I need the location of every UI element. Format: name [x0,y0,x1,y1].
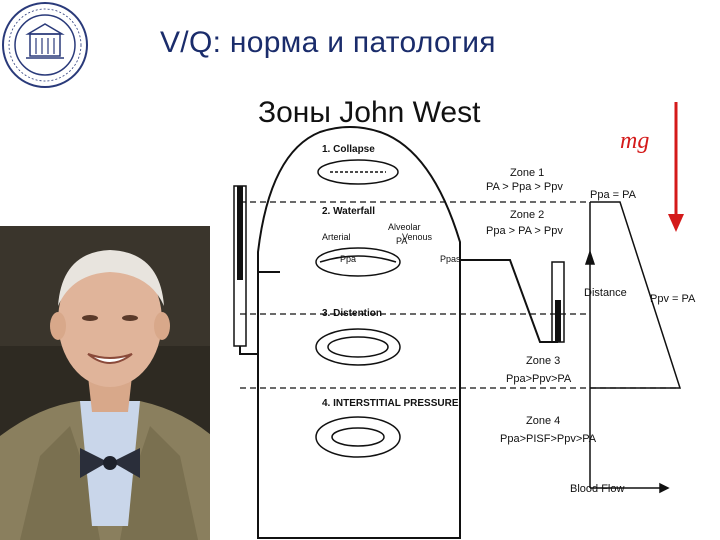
zone-condition-2: Ppa > PA > Ppv [486,225,563,237]
arterial-manometer [233,185,280,355]
mg-label: mg [620,128,649,154]
portrait-photo [0,226,218,540]
west-zones-diagram: Зоны John West mg 1. Collapse 2. Waterfa… [210,92,704,540]
diagram-heading: Зоны John West [258,96,481,129]
vessel-waterfall [315,247,401,277]
ppa-label: Ppa [340,254,356,264]
vessel-collapse [317,159,399,185]
ppas-label: Ppas [440,254,461,264]
blood-flow-label: Blood Flow [570,483,624,495]
ppa-eq-label: Ppa = PA [590,189,637,201]
zone-condition-3: Ppa>Ppv>PA [506,373,572,385]
arterial-label: Arterial [322,232,351,242]
section-title-waterfall: 2. Waterfall [322,206,375,217]
section-title-distention: 3. Distention [322,308,382,319]
zone-label-4: Zone 4 [526,415,560,427]
zone-condition-1: PA > Ppa > Ppv [486,181,563,193]
venous-label: Venous [402,232,433,242]
vessel-interstitial [315,416,401,458]
zone-label-1: Zone 1 [510,167,544,179]
alveolar-label: Alveolar [388,222,421,232]
ppv-eq-label: Ppv = PA [650,293,696,305]
lung-outline [257,126,461,539]
section-title-collapse: 1. Collapse [322,144,375,155]
slide-title: V/Q: норма и патология [160,26,496,59]
blood-flow-axes [584,201,682,494]
distance-label: Distance [584,287,627,299]
venous-manometer [460,259,565,343]
pa-label: PA [396,236,407,246]
section-title-interstitial: 4. INTERSTITIAL PRESSURE [322,398,459,409]
zone-boundaries [240,201,680,389]
zone-label-3: Zone 3 [526,355,560,367]
vessel-distention [315,328,401,366]
gravity-arrow [668,102,684,232]
university-seal-logo [2,2,88,88]
zone-label-2: Zone 2 [510,209,544,221]
zone-condition-4: Ppa>PISF>Ppv>PA [500,433,597,445]
